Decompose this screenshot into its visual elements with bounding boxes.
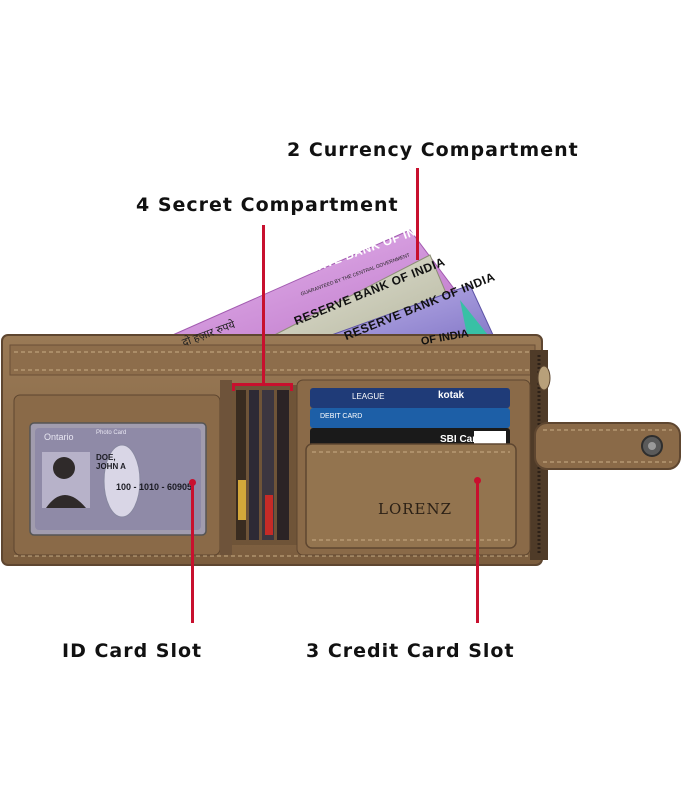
card-pocket xyxy=(305,443,517,549)
card-label-sbi: SBI Card xyxy=(440,434,483,445)
secret-compartment-slots xyxy=(232,385,297,545)
callout-credit-slot: 3 Credit Card Slot xyxy=(306,640,515,662)
id-title: Photo Card xyxy=(96,430,127,436)
card-label-debit: DEBIT CARD xyxy=(320,413,363,420)
card-label-top-left: LEAGUE xyxy=(352,392,385,401)
leader-dot-id xyxy=(189,479,196,486)
id-name-first: JOHN A xyxy=(96,462,126,471)
callout-currency: 2 Currency Compartment xyxy=(287,139,579,161)
leader-currency xyxy=(416,168,419,260)
bracket-secret-top xyxy=(232,383,292,386)
leader-secret xyxy=(262,225,265,385)
snap-strap xyxy=(534,422,681,470)
id-name-last: DOE, xyxy=(96,453,116,462)
id-number: 100 - 1010 - 60905 xyxy=(116,482,193,492)
card-label-kotak: kotak xyxy=(438,390,465,401)
callout-id-slot: ID Card Slot xyxy=(62,640,203,662)
brand-logo: LORENZ xyxy=(378,500,453,518)
bracket-secret-left xyxy=(232,383,235,391)
leader-id xyxy=(191,483,194,623)
leader-credit xyxy=(476,481,479,623)
leader-dot-credit xyxy=(474,477,481,484)
callout-secret: 4 Secret Compartment xyxy=(136,194,399,216)
bracket-secret-right xyxy=(290,383,293,391)
id-province: Ontario xyxy=(44,432,74,442)
